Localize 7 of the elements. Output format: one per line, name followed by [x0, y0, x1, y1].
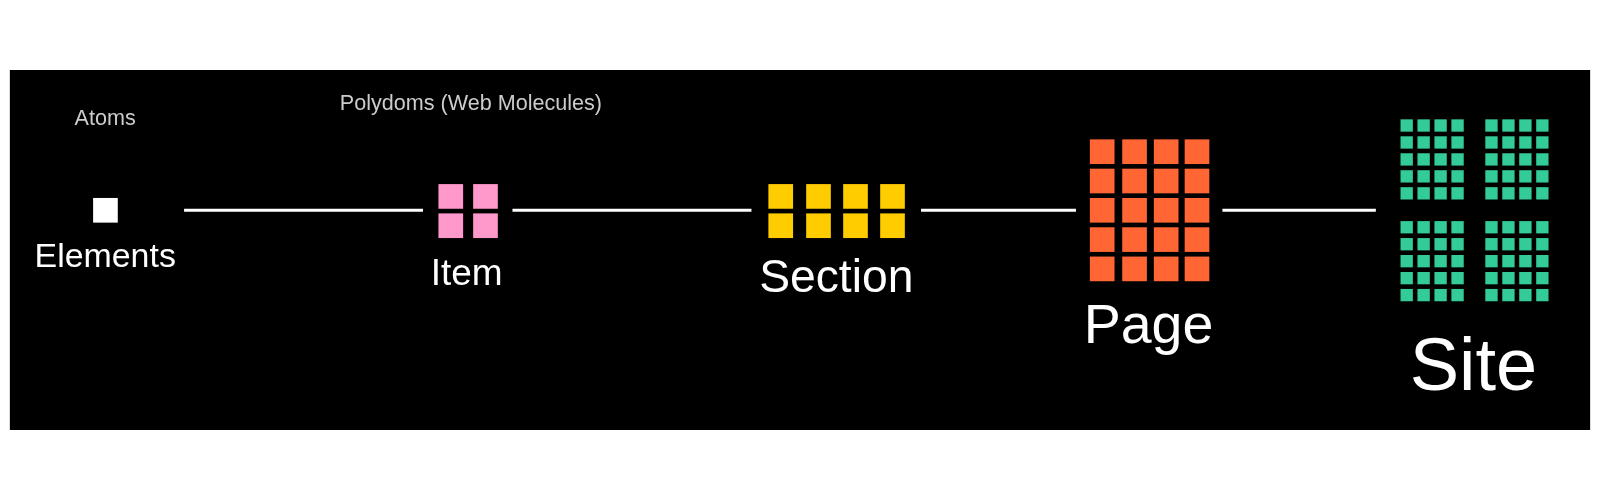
node-label: Elements — [34, 235, 176, 274]
node-label: Item — [430, 251, 503, 293]
label: Atoms — [74, 105, 136, 131]
node-label: Site — [1409, 322, 1538, 406]
label: Polydoms (Web Molecules) — [339, 89, 603, 115]
node-label: Section — [759, 250, 914, 303]
node-label: Page — [1083, 292, 1214, 355]
